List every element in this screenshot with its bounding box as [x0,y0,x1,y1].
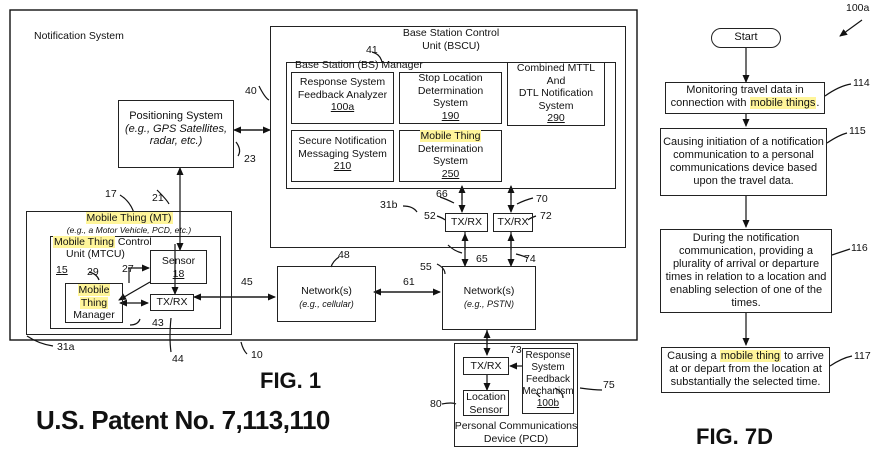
response-mechanism-box [522,348,574,414]
ref-74: 74 [524,253,536,265]
start-label: Start [734,31,758,43]
pcd-box [454,343,578,447]
combined-notification-box [507,62,605,126]
step-117-text: Causing a mobile thing to arrive at or d… [667,350,824,388]
positioning-system-label: Positioning System (e.g., GPS Satellites… [124,110,228,147]
mobile-thing-box [26,211,232,335]
ref-31a: 31a [57,341,75,353]
ref-48: 48 [338,249,350,261]
mobile-thing-label: Mobile Thing (MT) (e.g., a Motor Vehicle… [66,212,192,235]
fig7d-label: FIG. 7D [696,424,774,449]
ref-43: 43 [152,317,164,329]
ref-117: 117 [854,350,871,362]
ref-44: 44 [172,353,184,365]
ref-75: 75 [603,379,615,391]
stop-location-box [399,72,502,124]
bs-manager-label: Base Station (BS) Manager [295,59,423,71]
ref-45: 45 [241,276,253,288]
mtcu-ref-15: 15 [56,264,68,276]
ref-61: 61 [403,276,415,288]
ref-66: 66 [436,188,448,200]
fig1-label: FIG. 1 [260,368,322,393]
ref-40: 40 [245,85,257,97]
step-116-box [660,229,832,313]
network-cellular-label: Network(s) (e.g., cellular) [299,285,354,309]
ref-27: 27 [122,263,134,275]
mt-manager-box [65,283,123,323]
bs-manager-box [286,62,616,189]
location-sensor-box [463,390,509,416]
mtcu-txrx-box [150,294,194,311]
ref-114: 114 [853,77,870,89]
step-117-box [661,347,830,393]
ref-115: 115 [849,125,866,137]
ref-10: 10 [251,349,263,361]
bscu-txrx-72-box [493,213,533,232]
start-terminal [711,28,781,48]
ref-41: 41 [366,44,378,56]
ref-17: 17 [105,188,117,200]
ref-73: 73 [510,344,522,356]
step-114-text: Monitoring travel data in connection wit… [670,84,820,109]
ref-72: 72 [540,210,552,222]
patent-number: U.S. Patent No. 7,113,110 [36,405,330,435]
ref-116: 116 [851,242,868,254]
notification-system-label: Notification System [34,30,124,42]
bscu-txrx-72-label: TX/RX [497,216,529,228]
ref-55: 55 [420,261,432,273]
bscu-txrx-52-label: TX/RX [451,216,482,228]
ref-80: 80 [430,398,442,410]
mtcu-box [50,236,221,329]
pcd-txrx-label: TX/RX [470,360,502,372]
bscu-txrx-52-box [445,213,488,232]
ref-29: 29 [87,266,99,278]
mtcu-title: Mobile Thing Control [53,236,152,248]
ref-31b: 31b [380,199,398,211]
bscu-box [270,26,626,248]
response-analyzer-box [291,72,394,124]
ref-100a: 100a [846,2,870,14]
secure-messaging-box [291,130,394,182]
ref-52: 52 [424,210,436,222]
network-pstn-label: Network(s) (e.g., PSTN) [463,285,515,309]
network-cellular-box [277,266,376,322]
ref-23: 23 [244,153,256,165]
ref-21: 21 [152,192,164,204]
step-115-box [660,128,827,196]
ref-70: 70 [536,193,548,205]
mtcu-txrx-label: TX/RX [156,296,188,308]
pcd-txrx-box [463,357,509,375]
sensor-box [150,250,207,284]
positioning-system-box [118,100,234,168]
mt-manager-label: Mobile Thing Manager [73,284,115,321]
mtcu-subtitle: Unit (MTCU) [66,248,125,260]
network-pstn-box [442,266,536,330]
ref-65: 65 [476,253,488,265]
step-114-box [665,82,825,114]
